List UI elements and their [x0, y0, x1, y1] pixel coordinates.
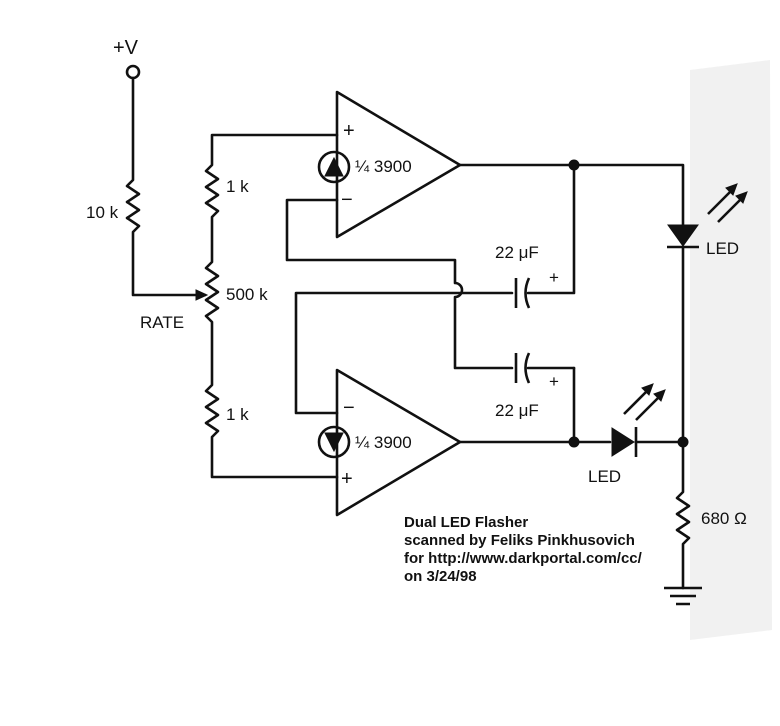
led-bottom-icon	[611, 427, 635, 457]
cap-bottom-plus: +	[549, 372, 559, 391]
opamp-top-minus: −	[341, 189, 353, 211]
caption-line-4: on 3/24/98	[404, 568, 477, 585]
cap-top-label: 22 μF	[495, 243, 539, 262]
resistor-10k-label: 10 k	[86, 203, 119, 222]
opamp-bottom-label: ¼ 3900	[355, 433, 412, 452]
top-cap-feed	[526, 163, 576, 295]
resistor-680-label: 680 Ω	[701, 509, 747, 528]
cap-bottom-label: 22 μF	[495, 401, 539, 420]
ground-icon	[664, 586, 702, 606]
caption-note: Dual LED Flasher scanned by Feliks Pinkh…	[404, 514, 642, 586]
opamp-top-plus: +	[343, 120, 355, 142]
current-source-bottom-icon	[317, 425, 351, 459]
led-right-label: LED	[706, 239, 739, 258]
opamp-bottom-plus: +	[341, 468, 353, 490]
led-bottom-ray-arrows	[641, 383, 666, 402]
caption-line-3: for http://www.darkportal.com/cc/	[404, 550, 642, 567]
top-output-wire	[458, 163, 685, 227]
supply-terminal	[125, 64, 141, 80]
caption-title: Dual LED Flasher	[404, 514, 529, 531]
top-minus-feedback	[285, 198, 514, 370]
pot-label: 500 k	[226, 285, 268, 304]
current-arrow-up-icon	[324, 156, 344, 177]
supply-label: +V	[113, 37, 139, 59]
opamp-bottom-minus: −	[343, 397, 355, 419]
cap-top-plate2	[524, 277, 531, 309]
junction-bottom	[568, 436, 580, 448]
current-source-top-icon	[317, 150, 351, 184]
cap-top-plus: +	[549, 268, 559, 287]
pot-name-label: RATE	[140, 313, 184, 332]
resistor-1k-bottom-label: 1 k	[226, 405, 249, 424]
resistor-10k	[125, 76, 207, 297]
bottom-minus-feedback	[294, 291, 514, 415]
pot-wiper-arrow	[195, 289, 209, 301]
scan-shading	[690, 60, 772, 640]
current-arrow-down-icon	[324, 432, 344, 453]
led-right-ray-arrows	[725, 183, 748, 204]
led-bottom-label: LED	[588, 467, 621, 486]
resistor-680	[675, 440, 691, 590]
led-bottom-rays	[623, 386, 664, 421]
led-right-icon	[667, 224, 699, 247]
caption-line-2: scanned by Feliks Pinkhusovich	[404, 532, 635, 549]
opamp-top-label: ¼ 3900	[355, 157, 412, 176]
cap-bottom-plate2	[524, 352, 531, 384]
resistor-1k-top-label: 1 k	[226, 177, 249, 196]
divider-chain	[204, 133, 339, 479]
